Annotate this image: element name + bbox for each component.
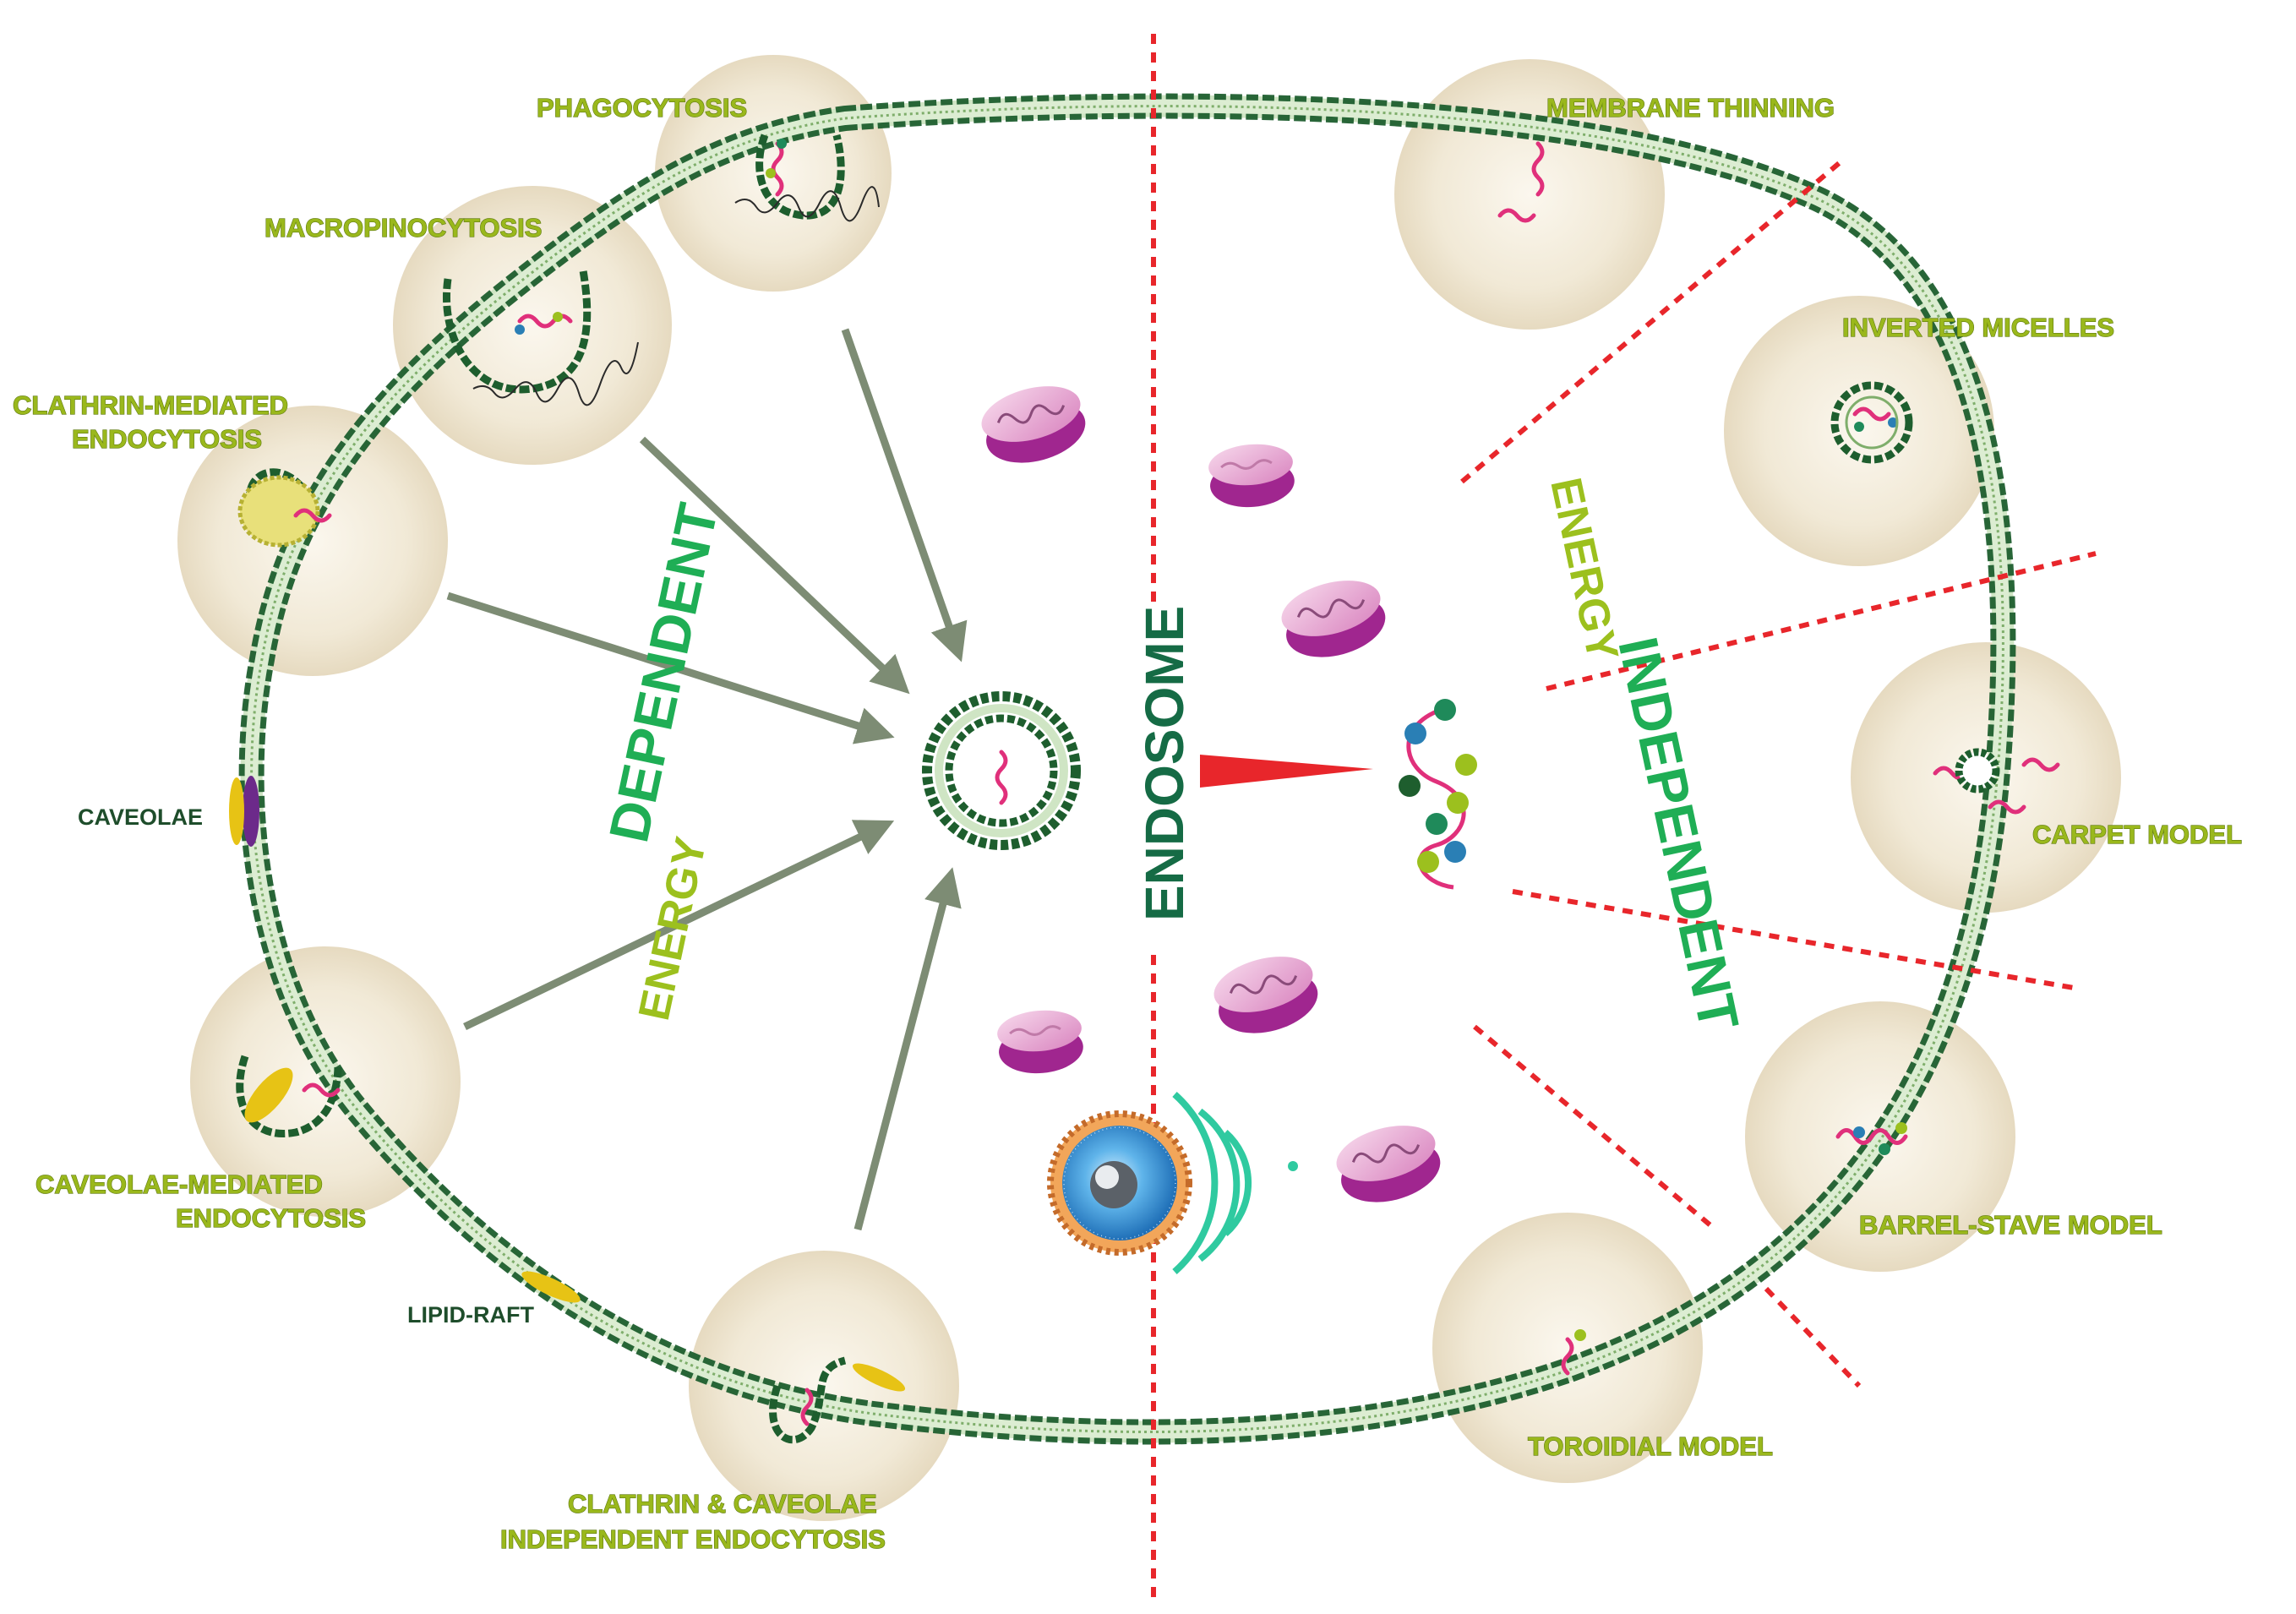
energy-independent-independent: INDEPENDENT <box>1606 632 1751 1036</box>
lipid-raft-patch <box>521 1271 581 1303</box>
label-lipid-raft: LIPID-RAFT <box>407 1302 534 1328</box>
arrow-from-phagocytosis <box>841 328 968 663</box>
arrow-from-independent <box>854 867 962 1231</box>
energy-dependent-heading: ENERGY DEPENDENT <box>597 498 729 1024</box>
caveolae-patch-yellow <box>229 777 244 845</box>
label-toroidal-model: TOROIDIAL MODEL <box>1528 1431 1773 1461</box>
arrow-from-clathrin <box>446 592 895 744</box>
label-membrane-thinning: MEMBRANE THINNING <box>1546 93 1835 123</box>
label-caveolae: CAVEOLAE <box>78 804 203 830</box>
endosome-pointer <box>1200 755 1373 788</box>
mitochondria <box>981 386 1441 1202</box>
energy-independent-energy: ENERGY <box>1541 473 1627 665</box>
energy-dependent-dependent: DEPENDENT <box>597 498 729 848</box>
independent-pocket <box>769 1356 847 1444</box>
label-macropinocytosis: MACROPINOCYTOSIS <box>265 213 542 243</box>
peptide-dots <box>515 139 2000 1341</box>
label-carpet-model: CARPET MODEL <box>2032 820 2242 849</box>
uptake-arrows <box>446 328 968 1231</box>
nucleus <box>1047 1092 1298 1274</box>
membrane-features <box>229 475 906 1392</box>
free-peptide <box>1399 699 1477 890</box>
inset-circle-toroidal <box>1432 1213 1703 1483</box>
label-independent-endocytosis-line2: INDEPENDENT ENDOCYTOSIS <box>500 1524 886 1554</box>
arrow-from-caveolae <box>463 820 895 1031</box>
endosome-vesicle <box>922 691 1081 850</box>
clathrin-vesicle <box>237 475 320 548</box>
label-caveolae-mediated-line1: CAVEOLAE-MEDIATED <box>35 1170 323 1199</box>
inset-circle-clathrin <box>177 406 448 676</box>
divider-lines <box>1151 34 2097 1597</box>
independent-patch <box>852 1363 906 1392</box>
endosome-label: ENDOSOME <box>1134 606 1195 921</box>
label-barrel-stave-model: BARREL-STAVE MODEL <box>1859 1210 2162 1240</box>
label-phagocytosis: PHAGOCYTOSIS <box>537 93 747 123</box>
label-inverted-micelles: INVERTED MICELLES <box>1842 313 2114 342</box>
label-clathrin-mediated-line1: CLATHRIN-MEDIATED <box>13 390 288 420</box>
energy-independent-heading: ENERGY INDEPENDENT <box>1541 473 1751 1035</box>
inset-circle-macropinocytosis <box>393 186 672 465</box>
arrow-from-macropinocytosis <box>639 436 910 695</box>
macropinocytosis-pocket <box>443 270 592 394</box>
labels: PHAGOCYTOSIS MACROPINOCYTOSIS CLATHRIN-M… <box>12 92 2242 1554</box>
energy-dependent-energy: ENERGY <box>630 833 716 1025</box>
label-caveolae-mediated-line2: ENDOCYTOSIS <box>176 1203 366 1233</box>
caveolae-mediated-pocket <box>236 1055 342 1137</box>
label-clathrin-mediated-line2: ENDOCYTOSIS <box>72 424 262 454</box>
wavy-particles <box>472 186 880 406</box>
inverted-micelle <box>1830 381 1913 464</box>
label-independent-endocytosis-line1: CLATHRIN & CAVEOLAE <box>568 1489 877 1519</box>
caveolae-patch-purple <box>243 776 259 847</box>
caveolae-mediated-patch <box>244 1067 293 1123</box>
